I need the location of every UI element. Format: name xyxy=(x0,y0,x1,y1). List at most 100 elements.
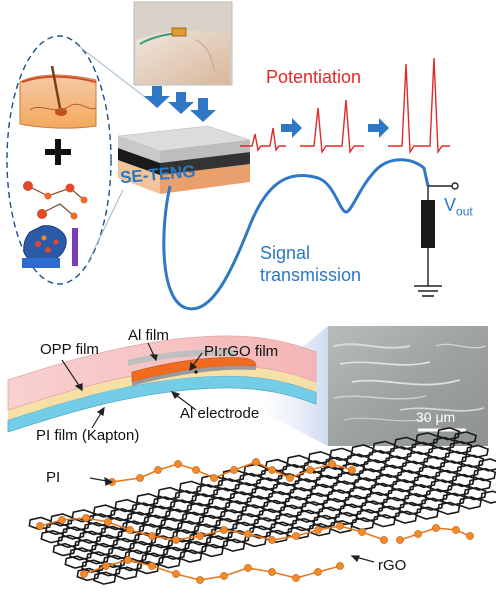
graphene-hexagon xyxy=(219,509,243,523)
graphene-hexagon xyxy=(181,511,205,525)
pi-bead xyxy=(380,536,388,544)
transmission-label: transmission xyxy=(260,265,362,285)
graphene-hexagon xyxy=(135,492,160,507)
graphene-hexagon xyxy=(136,560,160,575)
pi-bead xyxy=(348,466,356,474)
film-stack xyxy=(7,335,317,433)
graphene-hexagon xyxy=(346,453,370,467)
graphene-hexagon xyxy=(460,454,485,468)
graphene-hexagon xyxy=(296,509,320,523)
graphene-hexagon xyxy=(382,496,406,511)
graphene-hexagon xyxy=(145,543,169,558)
graphene-hexagon xyxy=(109,507,133,522)
graphene-hexagon xyxy=(264,458,289,473)
graphene-hexagon xyxy=(241,504,265,518)
graphene-hexagon xyxy=(425,488,449,502)
pi-label: PI xyxy=(46,469,61,486)
graphene-hexagon xyxy=(253,516,277,531)
vout-label: Vout xyxy=(444,195,473,219)
rgo-label: rGO xyxy=(378,557,407,574)
graphene-hexagon xyxy=(353,477,377,491)
graphene-hexagon xyxy=(229,491,253,505)
graphene-hexagon xyxy=(85,551,110,565)
graphene-hexagon xyxy=(231,521,255,535)
graphene-hexagon xyxy=(162,546,186,561)
pi-bead xyxy=(314,526,322,534)
graphene-hexagon xyxy=(468,477,492,491)
pi-bead xyxy=(432,524,440,532)
graphene-hexagon xyxy=(408,483,432,498)
graphene-hexagon xyxy=(140,552,165,566)
graphene-hexagon xyxy=(436,426,461,441)
graphene-hexagon xyxy=(179,549,203,563)
graphene-hexagon xyxy=(126,511,150,525)
graphene-hexagon xyxy=(250,486,274,500)
progress-arrows xyxy=(281,118,389,138)
graphene-hexagon xyxy=(437,501,461,516)
pi-bead xyxy=(172,570,180,578)
graphene-hexagon xyxy=(238,472,262,487)
graphene-hexagon xyxy=(90,542,114,557)
graphene-hexagon xyxy=(114,498,138,513)
graphene-hexagon xyxy=(410,441,434,456)
graphene-hexagon xyxy=(97,563,122,577)
pi-bead xyxy=(306,466,314,474)
graphene-hexagon xyxy=(49,513,74,527)
graphene-hexagon xyxy=(28,516,52,531)
graphene-hexagon xyxy=(81,559,105,573)
pi-bead xyxy=(268,536,276,544)
pi-bead xyxy=(124,556,132,564)
graphene-hexagon xyxy=(403,492,427,507)
pi-bead xyxy=(148,532,156,540)
graphene-hexagon xyxy=(396,469,420,484)
graphene-hexagon xyxy=(255,477,279,491)
output-circuit xyxy=(414,182,459,297)
graphene-hexagon xyxy=(329,447,353,462)
graphene-hexagon xyxy=(150,535,174,549)
pi-bead xyxy=(230,466,238,474)
graphene-hexagon xyxy=(453,431,477,445)
load-resistor xyxy=(421,200,435,248)
pi-polymer-chain xyxy=(36,458,474,584)
graphene-hexagon xyxy=(119,557,143,572)
graphene-hexagon xyxy=(441,492,466,506)
graphene-hexagon xyxy=(439,460,463,474)
graphene-hexagon xyxy=(377,505,401,519)
graphene-hexagon xyxy=(456,464,480,478)
pi-bead xyxy=(286,474,294,482)
pi-bead xyxy=(104,518,112,526)
pi-bead xyxy=(82,514,90,522)
graphene-hexagon xyxy=(446,483,470,497)
graphene-hexagon xyxy=(327,489,351,503)
biological-inspiration-ellipse xyxy=(6,35,112,285)
graphene-hexagon xyxy=(413,474,437,489)
graphene-hexagon xyxy=(217,478,241,492)
graphene-hexagon xyxy=(198,514,222,529)
graphene-hexagon xyxy=(360,500,384,514)
pi-bead xyxy=(126,526,134,534)
graphene-hexagon xyxy=(157,555,181,569)
graphene-hexagon xyxy=(288,487,313,501)
graphene-hexagon xyxy=(212,487,236,501)
pi-bead xyxy=(210,474,218,482)
graphene-hexagon xyxy=(391,478,415,493)
graphene-hexagon xyxy=(286,454,310,469)
pi-bead xyxy=(148,562,156,570)
rgo-graphene-sheet xyxy=(28,426,496,585)
graphene-hexagon xyxy=(389,445,413,460)
al-film-label: Al film xyxy=(128,327,169,344)
graphene-hexagon xyxy=(52,542,76,557)
graphene-hexagon xyxy=(367,449,391,464)
pi-bead xyxy=(314,568,322,576)
scale-bar-label: 30 μm xyxy=(416,409,456,425)
graphene-hexagon xyxy=(310,483,334,498)
graphene-hexagon xyxy=(374,473,399,488)
graphene-hexagon xyxy=(224,500,248,514)
graphene-hexagon xyxy=(279,504,303,518)
graphene-hexagon xyxy=(157,486,181,501)
hand-photo xyxy=(133,1,233,86)
graphene-hexagon xyxy=(267,490,291,505)
pi-bead xyxy=(196,576,204,584)
graphene-hexagon xyxy=(281,463,305,478)
